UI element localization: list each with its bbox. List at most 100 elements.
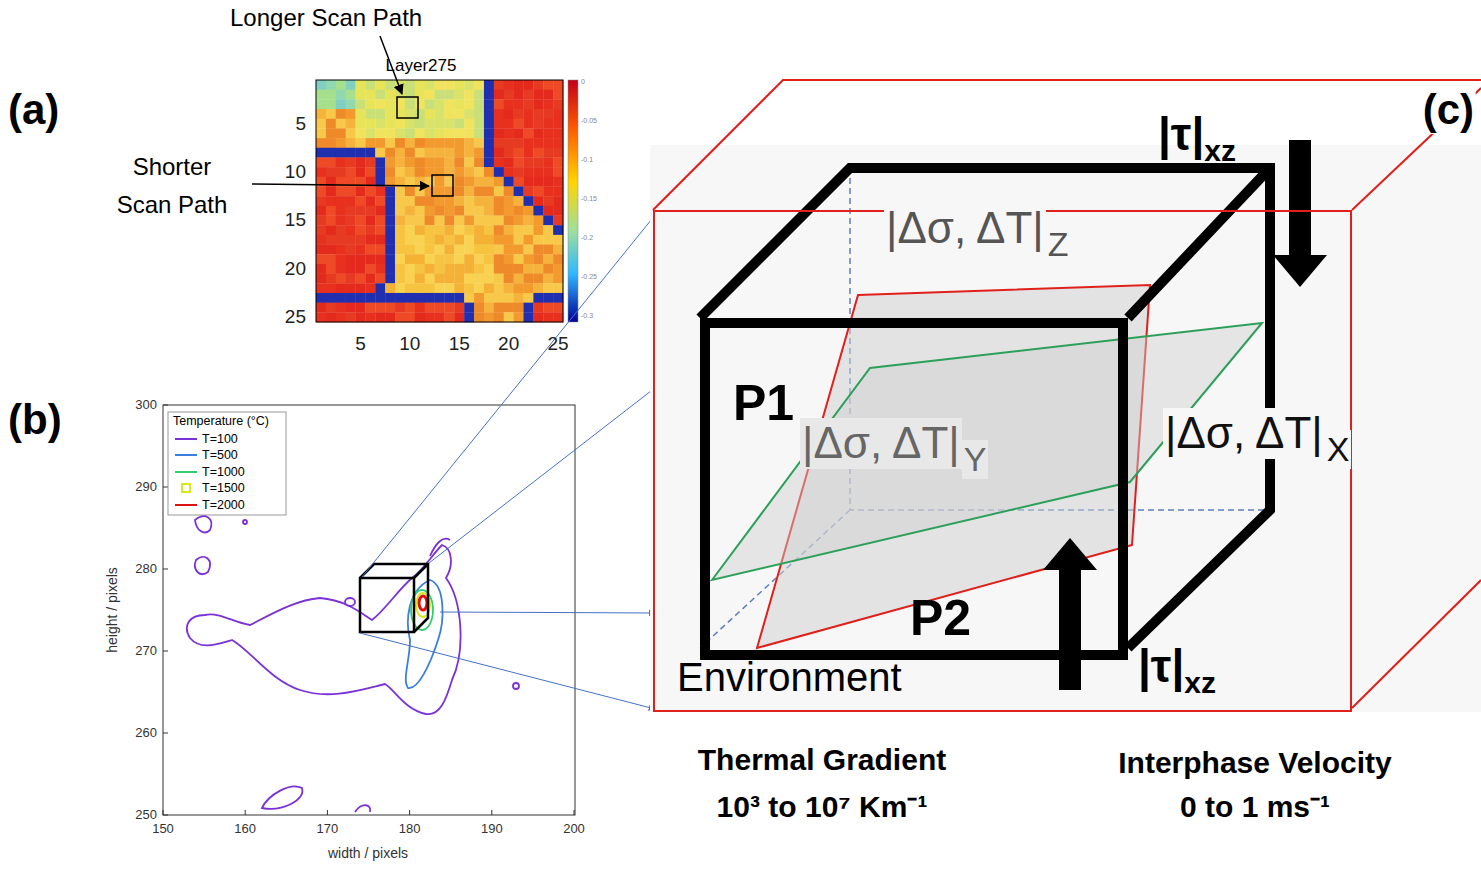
plot-frame [163,405,575,815]
heatmap-cell [474,312,484,322]
heatmap-cell [553,283,563,293]
heatmap-cell [385,109,395,119]
heatmap-cell [425,293,435,303]
heatmap-cell [474,128,484,138]
heatmap-cell [523,138,533,148]
heatmap-cell [395,293,405,303]
heatmap-cell [494,216,504,226]
heatmap-cell [375,109,385,119]
heatmap-cell [543,119,553,129]
axis-tick-label: 290 [135,480,157,495]
heatmap-cell [425,128,435,138]
heatmap-cell [533,216,543,226]
axis-tick-label: 15 [285,209,306,231]
heatmap-cell [356,99,366,109]
heatmap-cell [484,128,494,138]
heatmap-cell [553,206,563,216]
heatmap-cell [385,245,395,255]
heatmap-cell [494,157,504,167]
heatmap-cell [464,157,474,167]
scan-box [397,97,418,118]
axis-tick-label: 260 [135,726,157,741]
heatmap-cell [365,157,375,167]
heatmap-cell [415,216,425,226]
heatmap-cell [553,90,563,100]
tick-mark [327,810,328,815]
heatmap-cell [346,216,356,226]
heatmap-cell [474,235,484,245]
heatmap-cell [484,312,494,322]
heatmap-cell [523,245,533,255]
heatmap-cell [326,206,336,216]
heatmap-cell [514,138,524,148]
heatmap-cell [385,90,395,100]
subscript-label: Z [1046,225,1071,264]
heatmap-cell [474,177,484,187]
heatmap-cell [474,274,484,284]
heatmap-cell [543,312,553,322]
heatmap-cell [533,138,543,148]
heatmap-cell [533,312,543,322]
legend-sample [174,482,198,494]
gradient-label: |Δσ, ΔT| [1163,408,1325,459]
heatmap-cell [474,206,484,216]
tick-mark [163,651,168,652]
heatmap-cell [365,80,375,90]
contour-line [406,580,443,688]
heatmap-cell [316,225,326,235]
heatmap-cell [474,216,484,226]
heatmap-cell [494,274,504,284]
heatmap-cell [533,254,543,264]
heatmap-cell [523,157,533,167]
legend-text: T=1500 [202,481,245,495]
heatmap-cell [553,80,563,90]
heatmap-cell [533,264,543,274]
heatmap-cell [316,196,326,206]
legend-entry: T=2000 [174,497,245,512]
heatmap-cell [326,293,336,303]
heatmap-cell [326,274,336,284]
heatmap-cell [356,245,366,255]
heatmap-cell [415,235,425,245]
heatmap-cell [435,283,445,293]
heatmap-cell [385,293,395,303]
heatmap-cell [484,254,494,264]
zoom-leaders [360,209,660,709]
leader-arrow [360,633,655,709]
heatmap-cell [316,80,326,90]
heatmap-cell [365,99,375,109]
heatmap-cell [405,283,415,293]
heatmap-cell [346,235,356,245]
heatmap-cell [415,119,425,129]
heatmap-cell [454,128,464,138]
heatmap-cell [336,186,346,196]
heatmap-cell [454,196,464,206]
heatmap-cell [375,157,385,167]
heatmap-cell [395,254,405,264]
heatmap-cell [543,138,553,148]
panel-ground [650,145,1481,712]
colorbar [568,80,578,322]
heatmap-cell [435,80,445,90]
subscript-label: Y [962,440,989,479]
heatmap-cell [533,167,543,177]
colorbar-tick-label: -0.25 [581,273,597,281]
heatmap-cell [543,167,553,177]
range-value: 0 to 1 ms⁻¹ [1180,790,1330,825]
leader-arrow [362,209,660,577]
heatmap-cell [415,138,425,148]
heatmap-cell [365,216,375,226]
heatmap-cell [474,186,484,196]
axis-tick-label: 5 [295,113,306,135]
legend-text: T=2000 [202,498,245,512]
heatmap-cell [336,264,346,274]
heatmap-cell [533,148,543,158]
heatmap-cell [454,167,464,177]
heatmap-cell [464,138,474,148]
heatmap-cell [375,90,385,100]
tick-mark [163,569,168,570]
subscript-label: xz [1184,666,1216,701]
phase-label: P1 [733,375,794,433]
heatmap-cell [454,109,464,119]
heatmap-cell [533,274,543,284]
